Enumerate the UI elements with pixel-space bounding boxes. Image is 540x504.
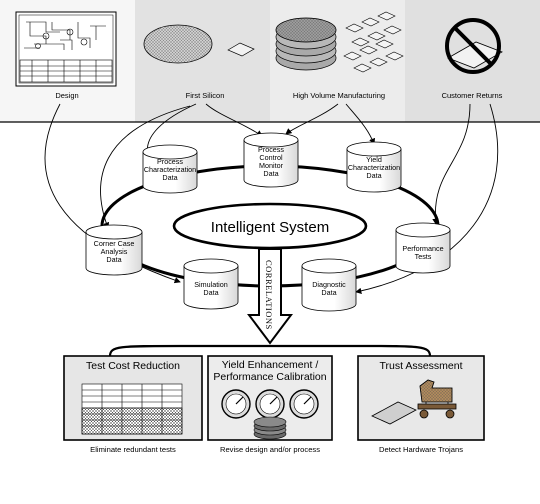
- gauge-icon: [289, 389, 319, 419]
- db-line: Diagnostic: [312, 280, 346, 289]
- intelligent-system-label: Intelligent System: [211, 219, 329, 236]
- outcome-caption-test-cost: Eliminate redundant tests: [90, 445, 176, 454]
- db-line: Process: [258, 145, 284, 154]
- db-line: Corner Case: [93, 239, 135, 248]
- trojan-horse-icon: [417, 379, 457, 419]
- stage-label-hvm: High Volume Manufacturing: [293, 91, 385, 100]
- db-line: Yield: [366, 155, 382, 164]
- db-line: Data: [321, 288, 337, 298]
- gauge-icon: [221, 389, 251, 419]
- correlations-arrow: [247, 248, 293, 345]
- stage-label-design: Design: [55, 91, 78, 100]
- schematic-icon: [15, 11, 117, 87]
- db-line: Data: [263, 169, 279, 179]
- outcome-title-yield: Yield Enhancement / Performance Calibrat…: [208, 359, 332, 384]
- chip-icon: [371, 401, 417, 425]
- db-label-process-control: Process Control Monitor Data: [240, 145, 302, 179]
- db-line: Data: [366, 171, 382, 181]
- wafer-stack-icon: [275, 17, 337, 71]
- chip-array-icon: [343, 11, 404, 73]
- db-line: Tests: [414, 252, 432, 262]
- db-process-control-monitor: [243, 132, 299, 188]
- prohibited-chip-icon: [445, 18, 503, 74]
- outcome-caption-yield: Revise design and/or process: [219, 445, 321, 454]
- outcome-caption-trust: Detect Hardware Trojans: [379, 445, 463, 454]
- wafer-icon: [143, 24, 213, 64]
- db-performance-tests: [395, 222, 451, 274]
- outcome-title-line: Yield Enhancement /: [221, 359, 319, 371]
- db-line: Control: [259, 153, 283, 163]
- db-process-characterization: [142, 144, 198, 194]
- db-label-performance: Performance Tests: [392, 244, 454, 262]
- outcome-title-line: Performance Calibration: [213, 370, 327, 383]
- chip-icon: [227, 42, 255, 57]
- db-line: Data: [106, 255, 122, 265]
- test-grid-icon: [81, 383, 183, 435]
- db-corner-case: [85, 224, 143, 276]
- db-line: Characterization: [143, 165, 197, 175]
- stage-label-customer-returns: Customer Returns: [442, 91, 503, 100]
- outcome-title-trust: Trust Assessment: [358, 360, 484, 373]
- outcome-bracket: [108, 344, 432, 357]
- outcome-title-line: Test Cost Reduction: [86, 360, 180, 372]
- outcome-title-line: Trust Assessment: [379, 360, 463, 372]
- db-line: Data: [162, 173, 178, 183]
- db-line: Performance: [402, 244, 444, 253]
- db-line: Characterization: [347, 163, 401, 173]
- db-yield-characterization: [346, 141, 402, 193]
- db-line: Process: [157, 157, 183, 166]
- db-simulation: [183, 258, 239, 310]
- db-line: Analysis: [100, 247, 128, 257]
- db-label-corner-case: Corner Case Analysis Data: [82, 239, 146, 265]
- db-line: Monitor: [259, 161, 283, 171]
- db-diagnostic: [301, 258, 357, 312]
- correlations-label: CORRELATIONS: [264, 260, 274, 330]
- outcome-title-test-cost: Test Cost Reduction: [64, 360, 202, 373]
- flow-arrows: [44, 103, 499, 294]
- outcome-box-trust: [357, 355, 485, 441]
- db-label-process-characterization: Process Characterization Data: [138, 157, 202, 183]
- wafer-stack-icon: [253, 416, 287, 440]
- gauge-icon: [255, 389, 285, 419]
- stage-label-first-silicon: First Silicon: [186, 91, 225, 100]
- db-label-yield-characterization: Yield Characterization Data: [342, 155, 406, 181]
- db-line: Simulation: [194, 280, 228, 289]
- db-line: Data: [203, 288, 219, 298]
- db-label-diagnostic: Diagnostic Data: [299, 280, 359, 298]
- db-label-simulation: Simulation Data: [181, 280, 241, 298]
